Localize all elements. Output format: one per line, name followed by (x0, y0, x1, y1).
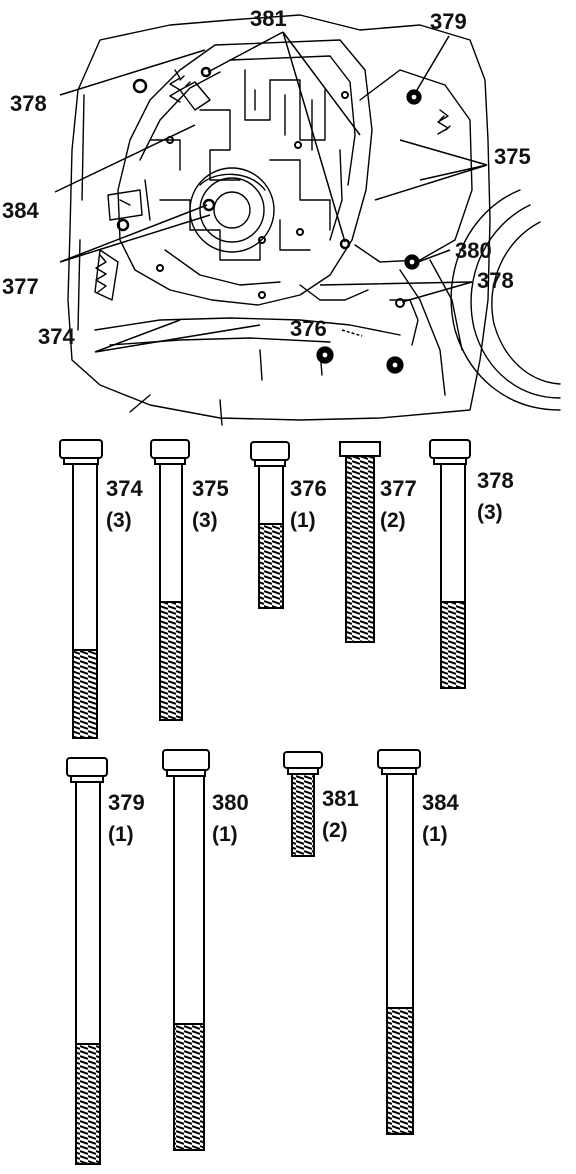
callout-384: 384 (2, 198, 39, 223)
bolt-label-384: 384 (422, 790, 459, 815)
callout-380: 380 (455, 238, 492, 263)
callout-375: 375 (494, 144, 531, 169)
bolt-label-378: 378 (477, 468, 514, 493)
case-bore-arc (450, 189, 561, 411)
bolt-qty-377: (2) (380, 509, 406, 532)
leader-384 (54, 124, 196, 193)
bolt-qty-376: (1) (290, 509, 316, 532)
bolt-qty-381: (2) (322, 819, 348, 842)
bolt-hole-377 (202, 198, 216, 212)
valve-body-bore (189, 167, 275, 253)
bolt-hole-381a (200, 66, 212, 78)
bolt-qty-378: (3) (477, 501, 503, 524)
leader-379 (413, 35, 450, 96)
valve-body-plate (117, 39, 373, 306)
bolt-384 (377, 749, 421, 1135)
callout-374: 374 (38, 324, 75, 349)
callout-378-right: 378 (477, 268, 514, 293)
callout-378-top: 378 (10, 91, 47, 116)
leader-374 (94, 319, 261, 353)
valve-body-illustration (54, 14, 561, 426)
bolt-chart (59, 439, 471, 1165)
leader-378-top (59, 49, 206, 96)
leader-377 (59, 204, 211, 263)
bolt-376 (250, 441, 290, 609)
bolt-375 (150, 439, 190, 721)
case-housing-outline (67, 14, 491, 421)
bolt-378 (429, 439, 471, 689)
bolt-qty-374: (3) (106, 509, 132, 532)
bolt-qty-379: (1) (108, 823, 134, 846)
bolt-label-374: 374 (106, 476, 143, 501)
callout-376: 376 (290, 316, 327, 341)
bolt-label-379: 379 (108, 790, 145, 815)
bolt-label-380: 380 (212, 790, 249, 815)
bolt-hole-378 (132, 78, 148, 94)
bolt-374 (59, 439, 103, 739)
bolt-label-375: 375 (192, 476, 229, 501)
bolt-label-376: 376 (290, 476, 327, 501)
leader-380 (417, 249, 451, 263)
bolt-label-377: 377 (380, 476, 417, 501)
leader-381 (207, 31, 361, 243)
bolt-qty-384: (1) (422, 823, 448, 846)
bolt-label-381: 381 (322, 786, 359, 811)
bolt-381 (283, 751, 323, 857)
callout-381: 381 (250, 6, 287, 31)
leader-376 (341, 329, 363, 337)
bolt-377 (339, 441, 381, 643)
bolt-379 (66, 757, 108, 1165)
bolt-qty-375: (3) (192, 509, 218, 532)
callout-377: 377 (2, 274, 39, 299)
leader-378-right (319, 281, 473, 303)
bolt-380 (162, 749, 210, 1151)
bolt-qty-380: (1) (212, 823, 238, 846)
callout-379: 379 (430, 9, 467, 34)
leader-375 (374, 139, 488, 201)
